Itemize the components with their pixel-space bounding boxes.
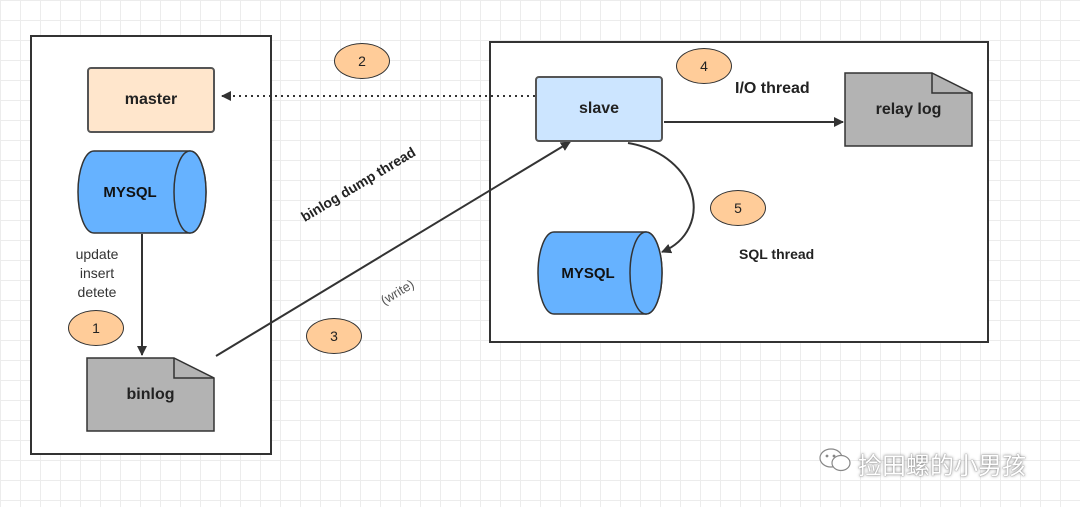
binlog-document xyxy=(86,357,215,432)
step-badge-5: 5 xyxy=(710,190,766,226)
step-badge-4: 4 xyxy=(676,48,732,84)
master-db-label: MYSQL xyxy=(103,183,157,201)
watermark-text: 捡田螺的小男孩 xyxy=(858,453,1026,480)
operation-insert: insert xyxy=(79,265,115,281)
relay-log-document xyxy=(844,72,973,147)
step-badge-2: 2 xyxy=(334,43,390,79)
arrow-slave-to-db-curve xyxy=(627,142,695,254)
operations-list: update insert detete xyxy=(62,245,132,302)
sql-thread-label: SQL thread xyxy=(739,246,815,262)
binlog-label: binlog xyxy=(126,386,175,403)
step-badge-3: 3 xyxy=(306,318,362,354)
operation-update: update xyxy=(75,246,119,262)
relay-log-label: relay log xyxy=(875,101,942,118)
arrow-binlog-to-slave xyxy=(215,141,571,357)
master-db-cylinder xyxy=(77,150,207,234)
step-badge-1: 1 xyxy=(68,310,124,346)
slave-db-cylinder xyxy=(537,231,663,315)
master-node: master xyxy=(87,67,215,133)
slave-node: slave xyxy=(535,76,663,142)
slave-db-label: MYSQL xyxy=(561,264,615,282)
operation-detete: detete xyxy=(77,284,117,300)
io-thread-label: I/O thread xyxy=(735,80,810,97)
